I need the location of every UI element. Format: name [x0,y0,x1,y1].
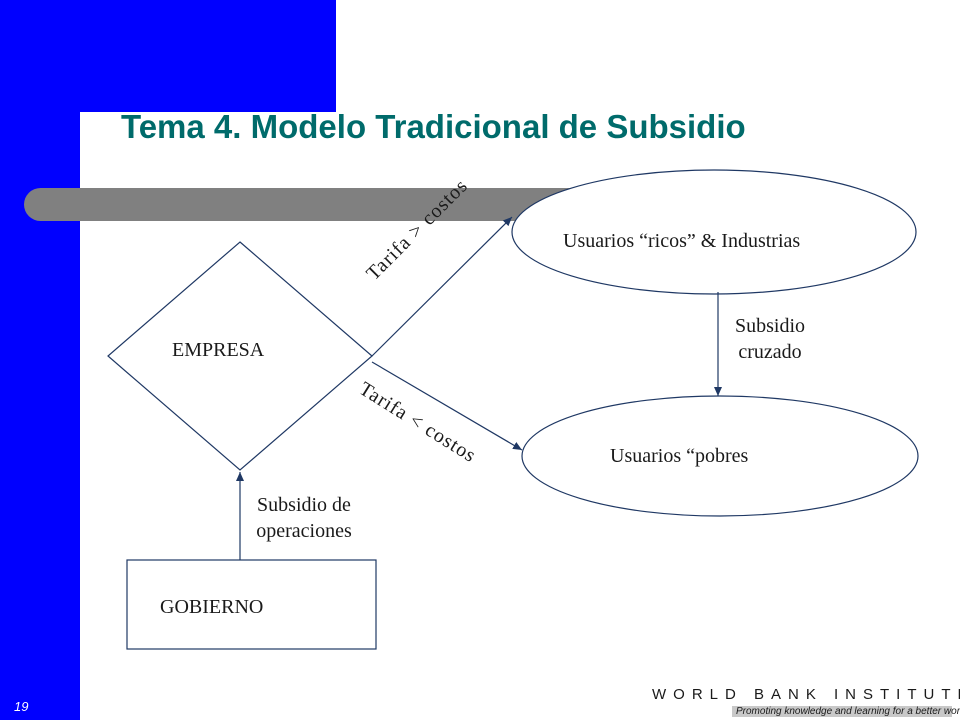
top-blue-block [80,0,336,112]
usuarios-ricos-label: Usuarios “ricos” & Industrias [563,230,801,252]
gobierno-label: GOBIERNO [160,596,264,618]
empresa-label: EMPRESA [172,339,265,361]
subsidio-operaciones-line-1: Subsidio de [257,494,351,516]
slide-title: Tema 4. Modelo Tradicional de Subsidio [121,108,746,145]
usuarios-pobres-label: Usuarios “pobres [610,445,749,467]
slide-number: 19 [14,699,29,714]
subsidio-operaciones-label: Subsidio de operaciones [256,492,352,544]
subsidio-cruzado-line-2: cruzado [738,341,802,363]
arrow-tarifa-mayor [371,216,513,357]
logo-name: WORLD BANK INSTITUTE [652,686,960,703]
empresa-diamond [107,241,373,471]
usuarios-pobres-ellipse [521,395,919,517]
gobierno-box [126,559,377,650]
left-blue-bar [0,0,80,720]
arrow-tarifa-menor [371,361,523,451]
subsidio-cruzado-line-1: Subsidio [734,315,806,337]
world-bank-institute-logo: WORLD BANK INSTITUTE Promoting knowledge… [652,686,960,717]
logo-tagline: Promoting knowledge and learning for a b… [732,706,960,717]
subsidio-cruzado-label: Subsidio cruzado [735,313,805,365]
usuarios-ricos-ellipse [511,169,917,295]
subsidio-operaciones-line-2: operaciones [256,520,352,542]
